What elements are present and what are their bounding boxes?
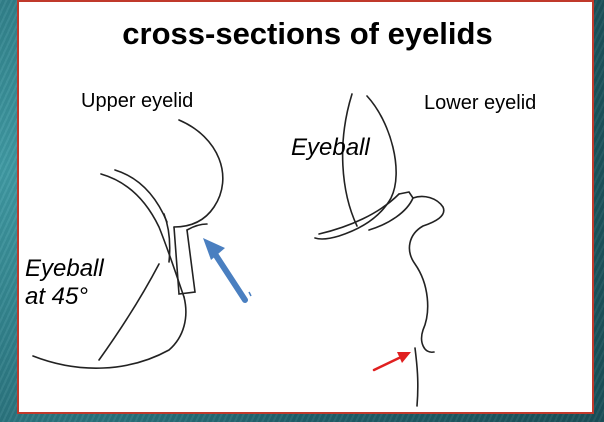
red-arrow-icon — [374, 352, 411, 370]
upper-eyelid-sketch — [33, 120, 223, 368]
eyeball-surface-upper-2 — [115, 170, 167, 222]
eyeball-label-left-line2: at 45° — [25, 283, 104, 311]
eyeball-label-right: Eyeball — [291, 134, 370, 162]
lower-lid-outer-curve — [409, 196, 443, 352]
eyeball-surface-upper — [101, 174, 184, 297]
upper-lid-tarsus — [174, 227, 195, 294]
conjunctiva-line — [164, 214, 170, 262]
eyeball-label-left: Eyeball at 45° — [25, 255, 104, 311]
blue-arrow-tick — [249, 292, 251, 296]
blue-arrow-icon — [203, 238, 245, 300]
slide-panel: cross-sections of eyelids Upper eyelid L… — [17, 0, 594, 414]
eyeball-label-left-line1: Eyeball — [25, 255, 104, 283]
lower-lid-skin-line — [415, 348, 418, 406]
upper-lid-outer-curve — [174, 120, 223, 227]
eyeball-right-front-curve — [315, 96, 396, 239]
eyeball-inner-line — [99, 264, 159, 360]
eyelid-drawing — [19, 2, 596, 416]
